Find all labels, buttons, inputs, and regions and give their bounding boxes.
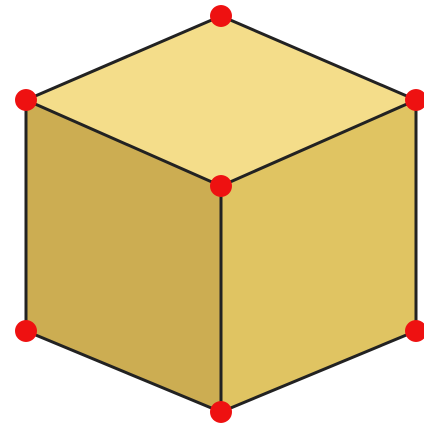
vertex-top-left — [15, 89, 37, 111]
vertex-bottom-front — [210, 401, 232, 423]
vertex-bottom-left — [15, 320, 37, 342]
vertex-top-front — [210, 175, 232, 197]
vertex-top-back — [210, 5, 232, 27]
